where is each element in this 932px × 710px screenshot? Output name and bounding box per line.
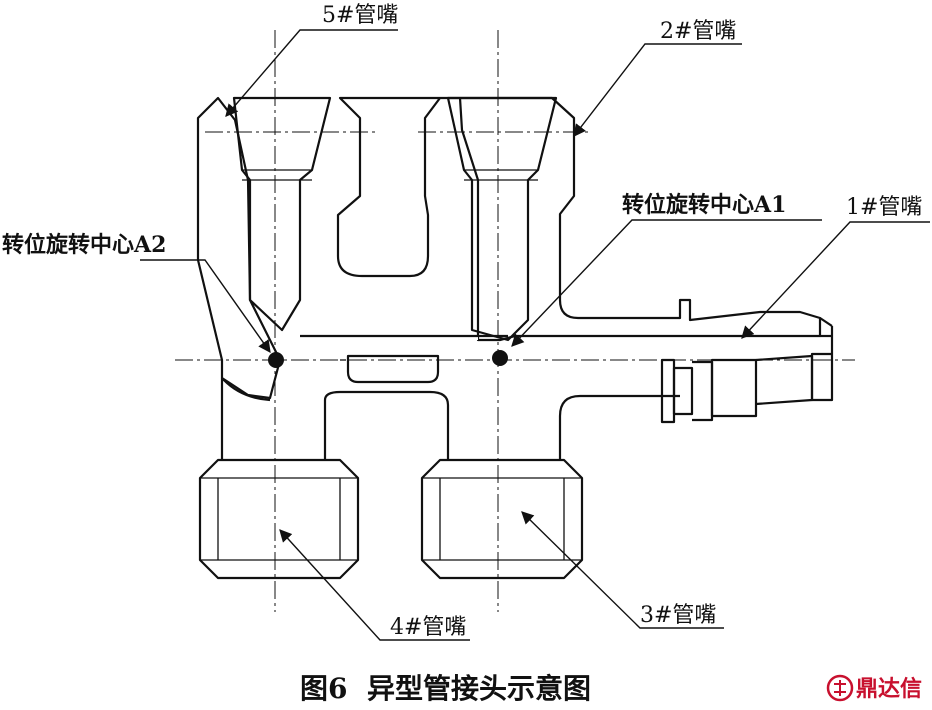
label-nozzle-1: 1#管嘴 xyxy=(846,195,922,220)
label-nozzle-2: 2#管嘴 xyxy=(660,19,736,44)
nozzle-4-nut xyxy=(198,458,360,580)
watermark-text: 鼎达信 xyxy=(856,676,922,702)
watermark-logo: 鼎达信 xyxy=(826,674,922,702)
label-rotation-center-a1: 转位旋转中心A1 xyxy=(622,192,786,218)
label-nozzle-4: 4#管嘴 xyxy=(390,615,466,640)
label-nozzle-3: 3#管嘴 xyxy=(640,603,716,628)
figure-caption: 图6 异型管接头示意图 xyxy=(300,672,591,705)
nozzle-cone-details xyxy=(233,97,557,181)
leader-lines xyxy=(140,29,930,641)
lower-body xyxy=(220,335,820,460)
rotation-center-a2-dot xyxy=(268,352,284,368)
label-rotation-center-a2: 转位旋转中心A2 xyxy=(2,232,166,258)
hatched-section xyxy=(196,96,822,400)
rotation-center-a1-dot xyxy=(492,350,508,366)
label-nozzle-5: 5#管嘴 xyxy=(322,3,398,28)
logo-mark-icon xyxy=(826,674,854,702)
center-lines xyxy=(175,30,855,612)
nozzle-3-nut xyxy=(420,458,584,580)
